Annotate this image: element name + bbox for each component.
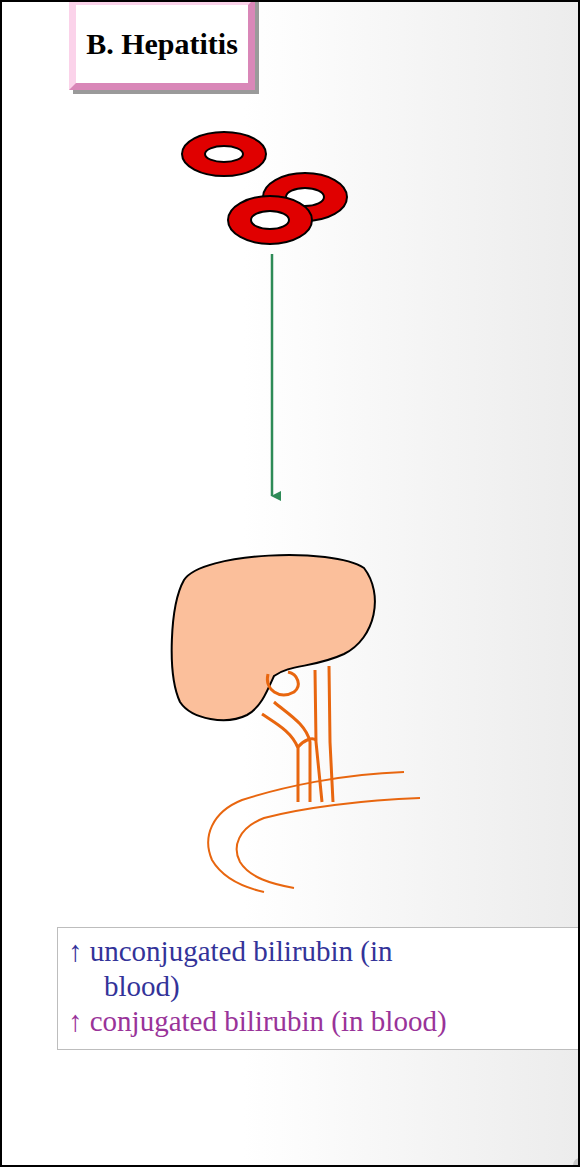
flow-arrow (271, 254, 274, 496)
title-text: B. Hepatitis (86, 27, 238, 61)
finding-text: ↑ conjugated bilirubin (in blood) (68, 1004, 468, 1039)
liver (172, 555, 375, 720)
title-box: B. Hepatitis (69, 0, 255, 90)
corner-dot (573, 1158, 580, 1167)
finding-text: ↑ unconjugated bilirubin (in blood) (68, 934, 468, 1004)
intestine (208, 772, 420, 892)
red-blood-cells (182, 132, 347, 244)
bile-ducts (262, 666, 333, 802)
text-box: ↑ unconjugated bilirubin (in blood)↑ con… (57, 927, 580, 1050)
